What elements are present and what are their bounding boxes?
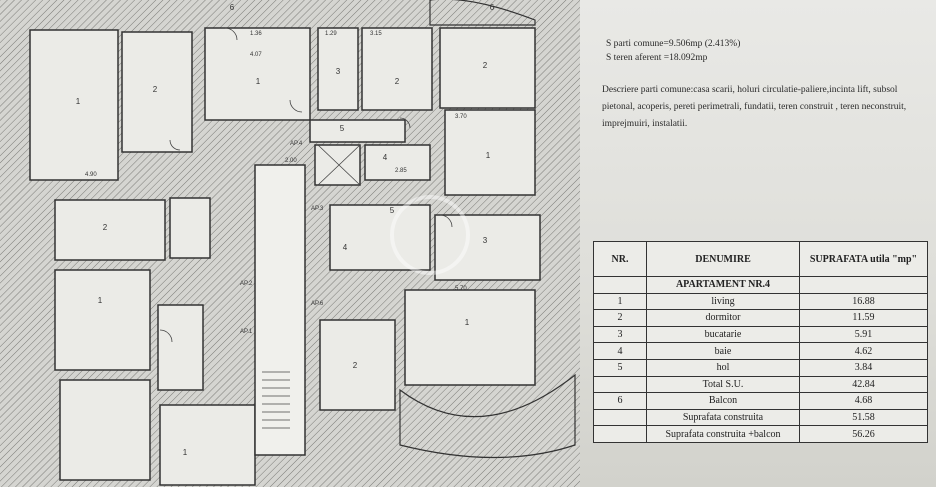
room-left-2 [121,31,193,153]
svg-text:AP.3: AP.3 [311,206,324,212]
svg-text:2: 2 [483,61,488,70]
svg-text:5: 5 [340,124,345,133]
common-area-note: S parti comune=9.506mp (2.413%) [606,39,741,49]
room-center-5 [309,119,406,143]
svg-text:2.85: 2.85 [395,168,407,174]
total-su-label: Total S.U. [646,375,800,394]
svg-text:5: 5 [390,206,395,215]
surface-table: NR. DENUMIRE SUPRAFATA utila "mp" APARTA… [593,241,928,443]
room-right-5 [404,289,536,386]
svg-text:6: 6 [490,3,495,12]
room-left-4 [169,197,211,259]
svg-text:2.00: 2.00 [285,158,297,164]
svg-text:3: 3 [336,67,341,76]
common-parts-description: Descriere parti comune:casa scarii, holu… [602,85,907,129]
svg-text:4.90: 4.90 [85,172,97,178]
header-suprafata: SUPRAFATA utila "mp" [799,241,928,277]
table-row: 5 hol 3.84 [593,358,928,377]
svg-text:5.70: 5.70 [455,286,467,292]
svg-text:1: 1 [486,151,491,160]
table-row: 6 Balcon 4.68 [593,392,928,410]
room-center-4 [364,144,431,181]
table-row: 4 baie 4.62 [593,342,928,360]
room-center-1 [204,27,311,121]
svg-text:3.70: 3.70 [455,114,467,120]
svg-text:1.29: 1.29 [325,31,337,37]
svg-text:AP.6: AP.6 [311,301,324,307]
room-left-5 [54,269,151,371]
table-row: 3 bucatarie 5.91 [593,325,928,344]
svg-text:1: 1 [465,318,470,327]
svg-text:2: 2 [353,361,358,370]
svg-text:2: 2 [395,77,400,86]
table-row: 2 dormitor 11.59 [593,309,928,327]
apartment-title: APARTAMENT NR.4 [646,276,800,294]
svg-text:1: 1 [98,296,103,305]
svg-text:2: 2 [153,85,158,94]
land-note: S teren aferent =18.092mp [606,52,708,63]
svg-text:4.07: 4.07 [250,52,262,58]
svg-text:AP.1: AP.1 [240,329,253,335]
room-left-8 [159,404,256,486]
svg-text:AP.2: AP.2 [240,281,253,287]
room-left-3 [54,199,166,261]
svg-text:AP.4: AP.4 [290,141,303,147]
table-row: Total S.U. 42.84 [593,375,928,394]
header-denumire: DENUMIRE [646,241,800,277]
room-right-4 [329,204,431,271]
floor-plan-drawing: 1 3 2 4 5 1 2 1 2 5 3 1 2 1 1 2 4 6 6 [0,0,580,487]
svg-text:2: 2 [103,223,108,232]
room-center-3 [317,27,359,111]
table-row: Suprafata construita 51.58 [593,408,928,427]
area-notes: S parti comune=9.506mp (2.413%) S teren … [606,38,926,66]
svg-text:1: 1 [183,448,188,457]
room-left-6 [157,304,204,391]
room-right-1 [439,27,536,109]
table-row: APARTAMENT NR.4 [593,276,928,294]
room-right-2 [444,109,536,196]
svg-text:1: 1 [256,77,261,86]
total-su-value: 42.84 [799,375,928,394]
table-row: Suprafata construita +balcon 56.26 [593,425,928,443]
svg-text:3.15: 3.15 [370,31,382,37]
header-nr: NR. [593,241,647,277]
room-right-3 [434,214,541,281]
svg-text:4: 4 [383,153,388,162]
room-center-2 [361,27,433,111]
svg-text:3: 3 [483,236,488,245]
svg-text:6: 6 [230,3,235,12]
corridor [254,164,306,456]
svg-text:1: 1 [76,97,81,106]
table-row: 1 living 16.88 [593,292,928,311]
floor-plan: 1 3 2 4 5 1 2 1 2 5 3 1 2 1 1 2 4 6 6 [0,0,580,487]
room-right-6 [319,319,396,411]
svg-text:1.36: 1.36 [250,31,262,37]
svg-text:4: 4 [343,243,348,252]
room-left-7 [59,379,151,481]
table-header-row: NR. DENUMIRE SUPRAFATA utila "mp" [593,241,928,277]
room-left-1 [29,29,119,181]
